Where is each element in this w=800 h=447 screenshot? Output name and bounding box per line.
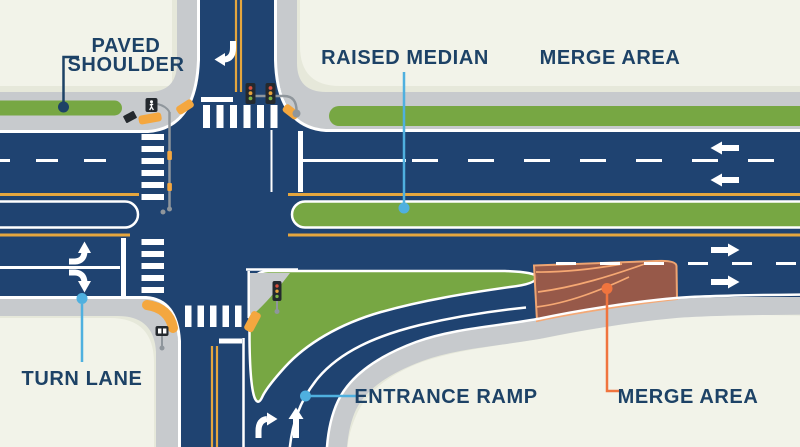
- greens: [0, 100, 800, 403]
- edge-line-southwest-corner: [0, 296, 181, 447]
- label-raised-median: RAISED MEDIAN: [321, 47, 489, 69]
- leader-merge-area: [605, 292, 621, 393]
- label-entrance-ramp: ENTRANCE RAMP: [354, 386, 537, 408]
- leader-paved-shoulder: [62, 55, 79, 102]
- channelizing-island: [248, 269, 538, 403]
- annotation-entrance-ramp: ENTRANCE RAMP: [300, 386, 537, 408]
- parcel-northeast: [300, 0, 800, 86]
- label-turn-lane: TURN LANE: [22, 368, 143, 390]
- push-button-sign-icon: [167, 183, 172, 191]
- parcel-northwest-corner: [0, 0, 172, 86]
- raised-median-east: [290, 200, 800, 229]
- annotation-raised-median: RAISED MEDIAN: [321, 47, 489, 214]
- parcel-southwest: [0, 318, 154, 447]
- signals: [123, 83, 301, 351]
- ramp-lane-divider: [288, 306, 527, 447]
- leader-dot-turn-lane: [76, 293, 88, 304]
- arrow-turn-lane-down-icon: [69, 269, 91, 293]
- annotation-merge-area-bottom: MERGE AREA: [601, 283, 759, 408]
- parcel-southeast: [347, 314, 800, 447]
- label-paved-shoulder-line2: SHOULDER: [67, 54, 184, 76]
- annotations: PAVED SHOULDER RAISED MEDIAN MERGE AREA …: [22, 35, 759, 408]
- curb-ramp-icon: [244, 311, 261, 333]
- arrow-westbound-icon: [710, 173, 739, 187]
- leader-dot-paved-shoulder: [58, 101, 69, 113]
- label-merge-area-top: MERGE AREA: [540, 47, 681, 69]
- annotation-merge-area-top: MERGE AREA: [540, 47, 681, 69]
- merge-taper-line: [537, 262, 647, 293]
- push-button-sign-icon: [167, 151, 172, 160]
- leader-dot-raised-median: [398, 202, 410, 214]
- curb-ramp-arc-icon: [142, 300, 178, 333]
- arrow-eastbound-icon: [711, 243, 740, 257]
- shoulder-strip-east: [329, 106, 800, 126]
- arrow-westbound-icon: [710, 141, 739, 155]
- crosswalk-south: [185, 305, 242, 327]
- traffic-signal-island: [272, 281, 282, 314]
- arrow-ramp-straight-icon: [288, 407, 304, 438]
- label-merge-area-bottom: MERGE AREA: [618, 386, 759, 408]
- leader-dot-entrance-ramp: [300, 390, 311, 402]
- signal-box-icon: [123, 111, 137, 123]
- annotation-paved-shoulder: PAVED SHOULDER: [58, 35, 184, 113]
- annotation-turn-lane: TURN LANE: [22, 293, 143, 390]
- curb-ramp-icon: [138, 112, 162, 125]
- leader-dot-merge-area: [601, 283, 613, 294]
- merge-taper-line: [536, 276, 630, 308]
- crosswalk-west: [141, 134, 164, 293]
- label-paved-shoulder-line1: PAVED: [92, 35, 161, 57]
- curb-ramp-icon: [176, 99, 194, 115]
- arrow-eastbound-icon: [711, 275, 740, 289]
- arrow-ramp-right-turn-icon: [255, 412, 278, 438]
- arrow-left-turn-north-icon: [214, 41, 236, 66]
- pedestrian-signal-nw: [145, 98, 172, 215]
- pedestrian-signal-sw: [155, 326, 169, 351]
- crosswalk-north: [203, 105, 278, 128]
- arrow-turn-lane-up-icon: [69, 241, 91, 265]
- merge-taper-line: [535, 263, 623, 273]
- traffic-signal-mast: [245, 83, 301, 118]
- edge-line-ramp-outer: [325, 293, 800, 447]
- raised-median-west: [0, 200, 140, 229]
- pedestrian-signal-icon: [155, 326, 169, 336]
